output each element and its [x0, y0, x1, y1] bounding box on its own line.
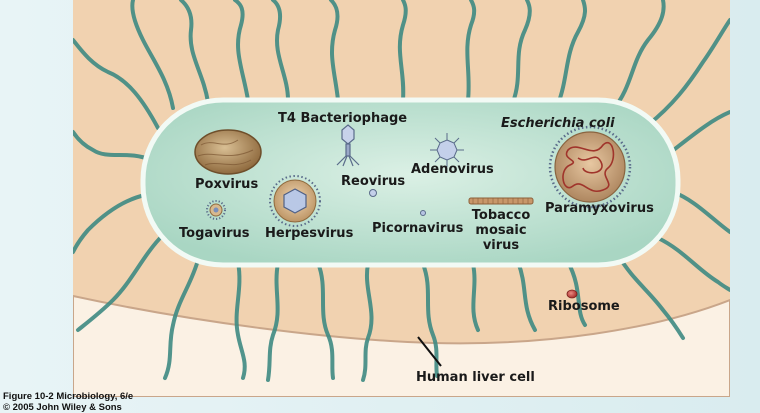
tobacco-mosaic-virus-particle [469, 198, 533, 204]
label-paramyxovirus: Paramyxovirus [545, 201, 654, 216]
label-tobacco-mosaic-virus: Tobacco mosaic virus [463, 208, 539, 253]
figure-caption-line1: Figure 10-2 Microbiology, 6/e [3, 391, 133, 402]
label-t4-bacteriophage: T4 Bacteriophage [278, 111, 407, 126]
poxvirus-particle [195, 130, 261, 174]
label-tobacco-line3: virus [463, 238, 539, 253]
picornavirus-particle [421, 211, 426, 216]
label-togavirus: Togavirus [179, 226, 249, 241]
label-escherichia-coli: Escherichia coli [501, 116, 615, 131]
label-reovirus: Reovirus [341, 174, 405, 189]
reovirus-particle [370, 190, 377, 197]
label-ribosome: Ribosome [548, 299, 620, 314]
label-tobacco-line1: Tobacco [463, 208, 539, 223]
label-poxvirus: Poxvirus [195, 177, 258, 192]
label-picornavirus: Picornavirus [372, 221, 463, 236]
label-tobacco-line2: mosaic [463, 223, 539, 238]
ribosome-particle [567, 290, 577, 298]
label-herpesvirus: Herpesvirus [265, 226, 353, 241]
label-human-liver-cell: Human liver cell [416, 370, 535, 385]
figure: T4 Bacteriophage Escherichia coli Poxvir… [73, 0, 730, 397]
figure-caption-line2: © 2005 John Wiley & Sons [3, 402, 122, 413]
figure-illustration [73, 0, 730, 397]
label-adenovirus: Adenovirus [411, 162, 494, 177]
